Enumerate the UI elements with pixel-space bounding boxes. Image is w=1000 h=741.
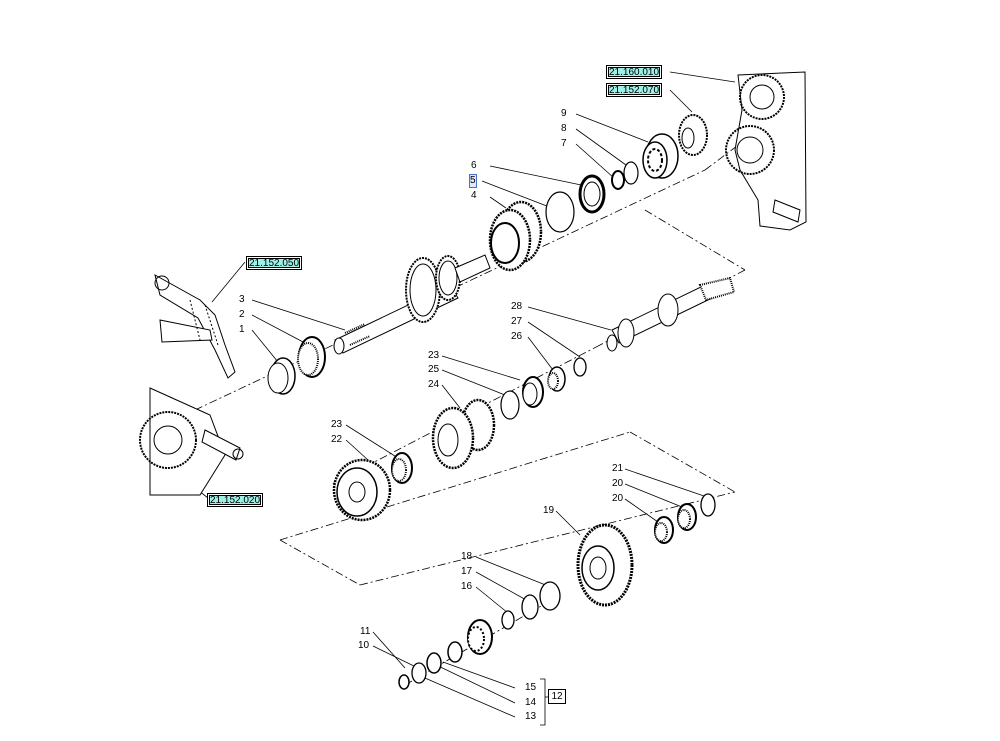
- shift-fork: [154, 274, 236, 379]
- callout-28[interactable]: 28: [511, 301, 523, 312]
- ring-13: [426, 652, 442, 674]
- bearing-1: [267, 357, 296, 395]
- callout-8[interactable]: 8: [561, 123, 567, 134]
- callout-18[interactable]: 18: [461, 551, 473, 562]
- callout-16[interactable]: 16: [461, 581, 473, 592]
- ring-21: [700, 493, 716, 517]
- ring-27: [573, 357, 587, 377]
- reference-21-152-050[interactable]: 21.152.050: [246, 256, 303, 270]
- callout-14[interactable]: 14: [525, 697, 537, 708]
- callout-13[interactable]: 13: [525, 711, 537, 722]
- reference-21-152-070[interactable]: 21.152.070: [606, 83, 663, 97]
- ring-10: [411, 662, 427, 684]
- ring-5: [545, 191, 575, 233]
- callout-25[interactable]: 25: [428, 364, 440, 375]
- callout-6[interactable]: 6: [471, 160, 477, 171]
- callout-12-kit[interactable]: 12: [548, 689, 566, 704]
- callout-19[interactable]: 19: [543, 505, 555, 516]
- output-shaft: [606, 276, 736, 352]
- ring-16: [501, 610, 515, 630]
- callout-20-b[interactable]: 20: [612, 493, 624, 504]
- ring-18: [539, 581, 561, 611]
- gear-19: [576, 523, 634, 607]
- callout-22[interactable]: 22: [331, 434, 343, 445]
- callout-2[interactable]: 2: [239, 309, 245, 320]
- gear-hub: [332, 458, 392, 522]
- callout-4[interactable]: 4: [471, 190, 477, 201]
- callout-23-top[interactable]: 23: [428, 350, 440, 361]
- callout-17[interactable]: 17: [461, 566, 473, 577]
- ring-17: [521, 594, 539, 620]
- reference-21-160-010[interactable]: 21.160.010: [606, 65, 663, 79]
- callout-15[interactable]: 15: [525, 682, 537, 693]
- callout-11[interactable]: 11: [360, 626, 371, 637]
- bearing-2: [297, 336, 326, 378]
- callout-3[interactable]: 3: [239, 294, 245, 305]
- callout-7[interactable]: 7: [561, 138, 567, 149]
- callout-26[interactable]: 26: [511, 331, 523, 342]
- callout-1[interactable]: 1: [239, 324, 245, 335]
- gear-24: [431, 398, 496, 470]
- snap-ring-11: [398, 674, 410, 690]
- callout-10[interactable]: 10: [358, 640, 370, 651]
- callout-21[interactable]: 21: [612, 463, 624, 474]
- ring-14: [447, 641, 463, 663]
- callout-20-a[interactable]: 20: [612, 478, 624, 489]
- housing-bottom-left: [139, 387, 244, 496]
- input-shaft: [333, 254, 491, 355]
- gear-4: [488, 200, 543, 272]
- ring-25: [500, 390, 520, 420]
- bearing-20a: [677, 503, 697, 531]
- bearing-20b: [654, 516, 674, 544]
- bearing-22: [391, 452, 413, 484]
- bearing-26: [547, 366, 566, 392]
- callout-9[interactable]: 9: [561, 108, 567, 119]
- callout-5-selected[interactable]: 5: [469, 174, 477, 188]
- ring-8: [623, 161, 639, 185]
- reference-21-152-020[interactable]: 21.152.020: [207, 493, 264, 507]
- housing-top-right: [678, 71, 807, 231]
- bearing-23-top: [522, 376, 544, 408]
- callout-23-bottom[interactable]: 23: [331, 419, 343, 430]
- bearing-15: [467, 619, 493, 655]
- callout-27[interactable]: 27: [511, 316, 523, 327]
- bearing-9: [642, 133, 679, 179]
- snap-ring-7: [611, 170, 625, 190]
- callout-24[interactable]: 24: [428, 379, 440, 390]
